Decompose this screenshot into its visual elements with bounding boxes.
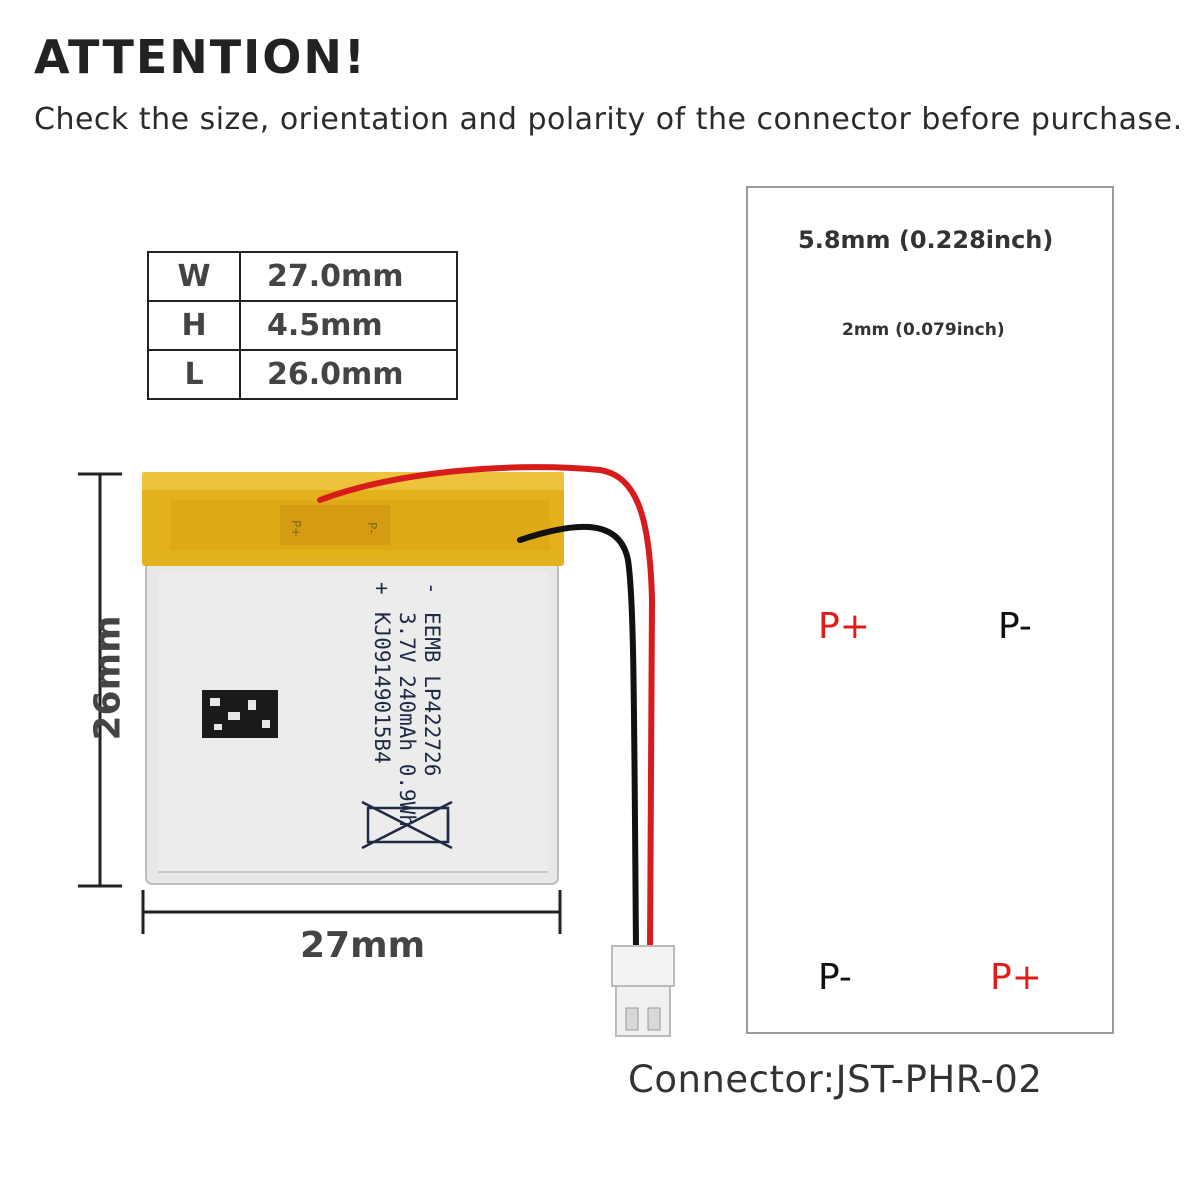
height-label: 26mm	[87, 615, 129, 741]
tab-mark-positive: P+	[289, 520, 303, 537]
dimension-value-height: 4.5mm	[239, 300, 458, 351]
battery-connector	[611, 945, 675, 1037]
battery-print-plus: +	[370, 582, 394, 595]
dimension-key-width: W	[147, 251, 241, 302]
dimension-key-height: H	[147, 300, 241, 351]
battery-print-line-3: KJ09149015B4	[370, 612, 394, 764]
bottom-view-negative-label: P-	[818, 957, 852, 998]
top-view-negative-label: P-	[998, 606, 1032, 647]
dimension-value-length: 26.0mm	[239, 349, 458, 400]
battery-wires	[317, 464, 656, 953]
dimension-table: W 27.0mm H 4.5mm L 26.0mm	[147, 251, 458, 400]
weee-bin-icon	[361, 800, 453, 850]
battery-print-line-2: 3.7V 240mAh 0.9Wh	[395, 612, 419, 827]
bottom-view-positive-label: P+	[990, 957, 1042, 998]
page-subtitle: Check the size, orientation and polarity…	[34, 102, 1183, 137]
height-dimension-line	[78, 472, 122, 888]
battery-print-line-1: EEMB LP422726	[420, 612, 444, 776]
top-view-positive-label: P+	[818, 606, 870, 647]
battery-print-minus: -	[420, 582, 444, 595]
page-title: ATTENTION!	[34, 30, 367, 84]
connector-panel	[746, 186, 1114, 1034]
dimension-key-length: L	[147, 349, 241, 400]
width-dimension-line	[141, 890, 562, 934]
connector-type-label: Connector:JST-PHR-02	[628, 1058, 1043, 1101]
table-row: L 26.0mm	[147, 349, 458, 400]
table-row: H 4.5mm	[147, 300, 458, 351]
table-row: W 27.0mm	[147, 251, 458, 302]
dimension-value-width: 27.0mm	[239, 251, 458, 302]
battery-print: - EEMB LP422726 3.7V 240mAh 0.9Wh + KJ09…	[370, 582, 444, 827]
width-label: 27mm	[300, 925, 426, 966]
tab-mark-negative: P-	[365, 522, 379, 533]
connector-pitch-label: 2mm (0.079inch)	[842, 320, 1005, 340]
connector-width-label: 5.8mm (0.228inch)	[798, 226, 1054, 254]
battery-cell	[142, 472, 564, 885]
